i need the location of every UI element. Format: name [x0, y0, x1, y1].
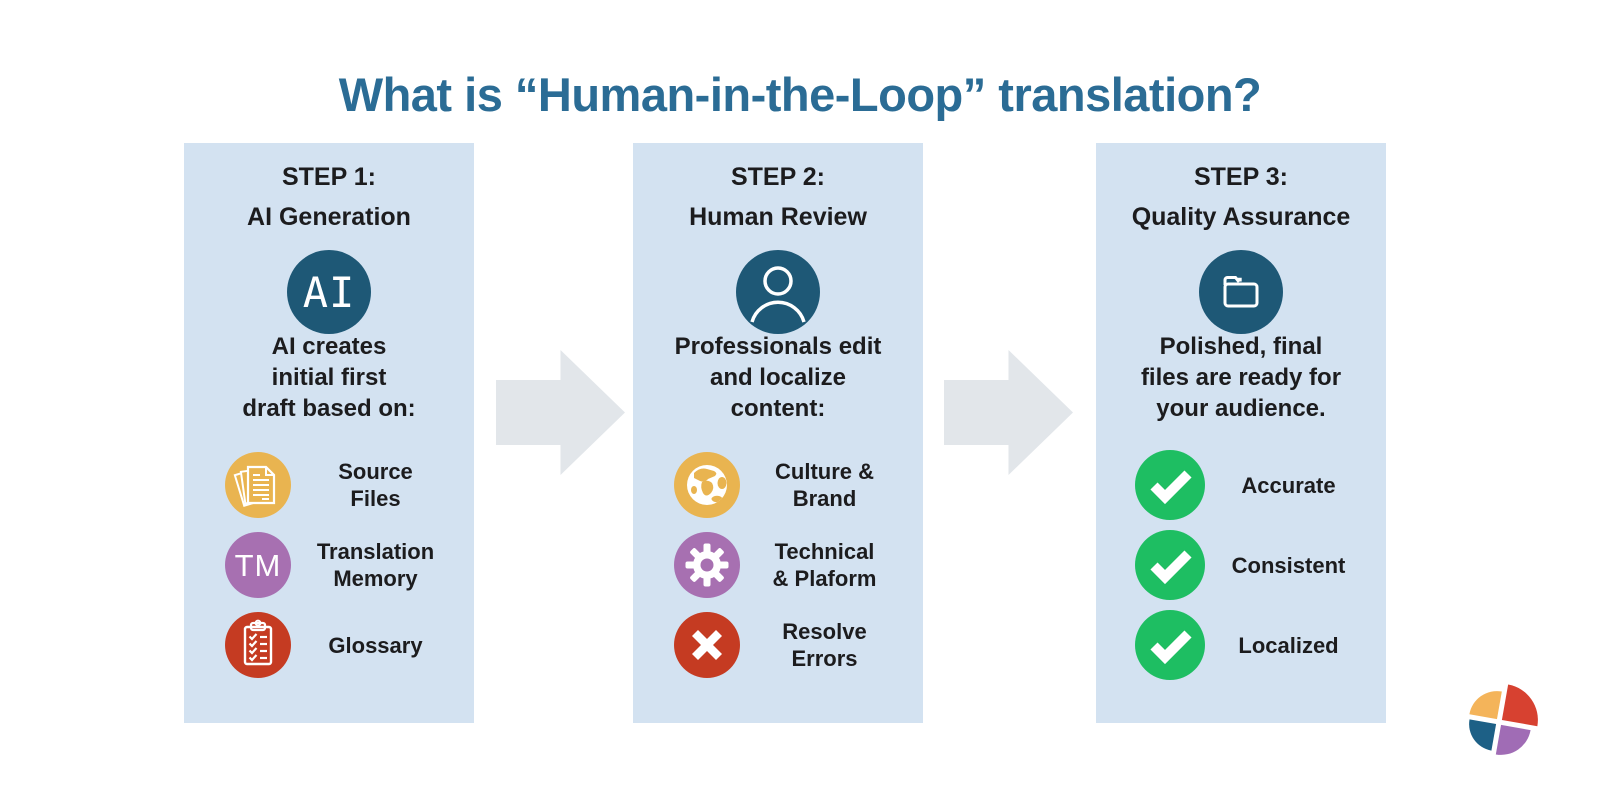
step-badge [736, 250, 820, 334]
check-icon [1135, 450, 1205, 520]
ai-badge-icon: AI [302, 267, 356, 317]
list-item: Source Files [184, 445, 474, 525]
folder-icon [1223, 276, 1259, 308]
person-icon [750, 266, 806, 323]
glossary-icon [225, 612, 291, 678]
source-files-icon [225, 452, 291, 518]
translation-memory-icon: TM [225, 532, 291, 598]
brand-logo [1455, 676, 1547, 773]
list-item: Technical & Plaform [633, 525, 923, 605]
list-item: Localized [1096, 605, 1386, 685]
list-item: TM Translation Memory [184, 525, 474, 605]
step-badge [1199, 250, 1283, 334]
pie-quadrants-icon [1469, 684, 1538, 755]
gear-icon [674, 532, 740, 598]
check-icon [1135, 530, 1205, 600]
list-item-label: Source Files [338, 459, 413, 511]
list-item-label: Consistent [1231, 552, 1346, 578]
step-description: Polished, final files are ready for your… [1140, 333, 1342, 422]
step-title: STEP 3: Quality Assurance [1131, 163, 1351, 231]
list-item-label: Resolve Errors [782, 619, 867, 671]
list-item: Consistent [1096, 525, 1386, 605]
flow-arrow-icon [496, 350, 625, 475]
globe-icon [674, 452, 740, 518]
check-icon [1135, 610, 1205, 680]
svg-text:TM: TM [235, 548, 282, 583]
list-item-label: Technical & Plaform [772, 539, 877, 591]
list-item-label: Glossary [328, 632, 423, 658]
error-cross-icon [674, 612, 740, 678]
list-item: Resolve Errors [633, 605, 923, 685]
step-items: Source Files TM Translation Memory [184, 445, 474, 685]
list-item: Accurate [1096, 445, 1386, 525]
step-1-panel: STEP 1: AI Generation AI AI creates init… [184, 143, 474, 723]
step-items: Accurate Consistent Lo [1096, 445, 1386, 685]
step-title: STEP 2: Human Review [689, 163, 867, 231]
step-description: Professionals edit and localize content: [674, 333, 882, 422]
step-title: STEP 1: AI Generation [247, 163, 411, 231]
step-description: AI creates initial first draft based on: [242, 333, 416, 422]
list-item-label: Translation Memory [316, 539, 435, 591]
list-item-label: Localized [1238, 632, 1339, 658]
list-item: Culture & Brand [633, 445, 923, 525]
step-3-panel: STEP 3: Quality Assurance Polished, fina… [1096, 143, 1386, 723]
step-badge: AI [287, 250, 371, 334]
list-item-label: Culture & Brand [775, 459, 874, 511]
page-title: What is “Human-in-the-Loop” translation? [338, 68, 1262, 122]
step-2-panel: STEP 2: Human Review Professionals edit … [633, 143, 923, 723]
list-item: Glossary [184, 605, 474, 685]
flow-arrow-icon [944, 350, 1073, 475]
step-items: Culture & Brand [633, 445, 923, 685]
list-item-label: Accurate [1241, 472, 1336, 498]
